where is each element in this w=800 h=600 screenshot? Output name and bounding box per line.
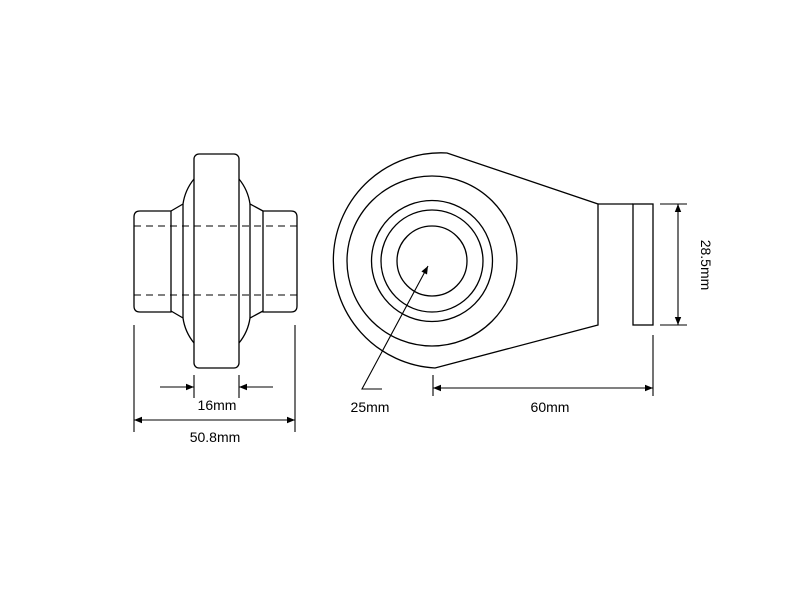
ring-ball-outer: [370, 199, 494, 323]
front-view: 25mm 60mm 28.5mm: [332, 152, 714, 415]
side-view: 16mm 50.8mm: [133, 153, 298, 445]
ball-diameter-label: 25mm: [351, 399, 390, 415]
overall-width-label: 50.8mm: [190, 429, 241, 445]
bore-circle: [396, 225, 468, 297]
ring-outer: [346, 175, 518, 347]
end-height-label: 28.5mm: [698, 240, 714, 291]
left-bulge-bottom: [170, 310, 195, 344]
left-hub: [133, 210, 172, 313]
right-hub: [262, 210, 298, 313]
ring-ball-inner: [380, 209, 484, 313]
right-bulge-top: [238, 178, 264, 212]
left-bulge-top: [170, 178, 195, 212]
length-label: 60mm: [531, 399, 570, 415]
center-disc: [193, 153, 240, 369]
eye-body-outline: [332, 152, 599, 369]
hub-width-label: 16mm: [198, 397, 237, 413]
shank-end: [632, 203, 654, 326]
right-bulge-bottom: [238, 310, 264, 344]
leader-arrow: [361, 265, 429, 390]
